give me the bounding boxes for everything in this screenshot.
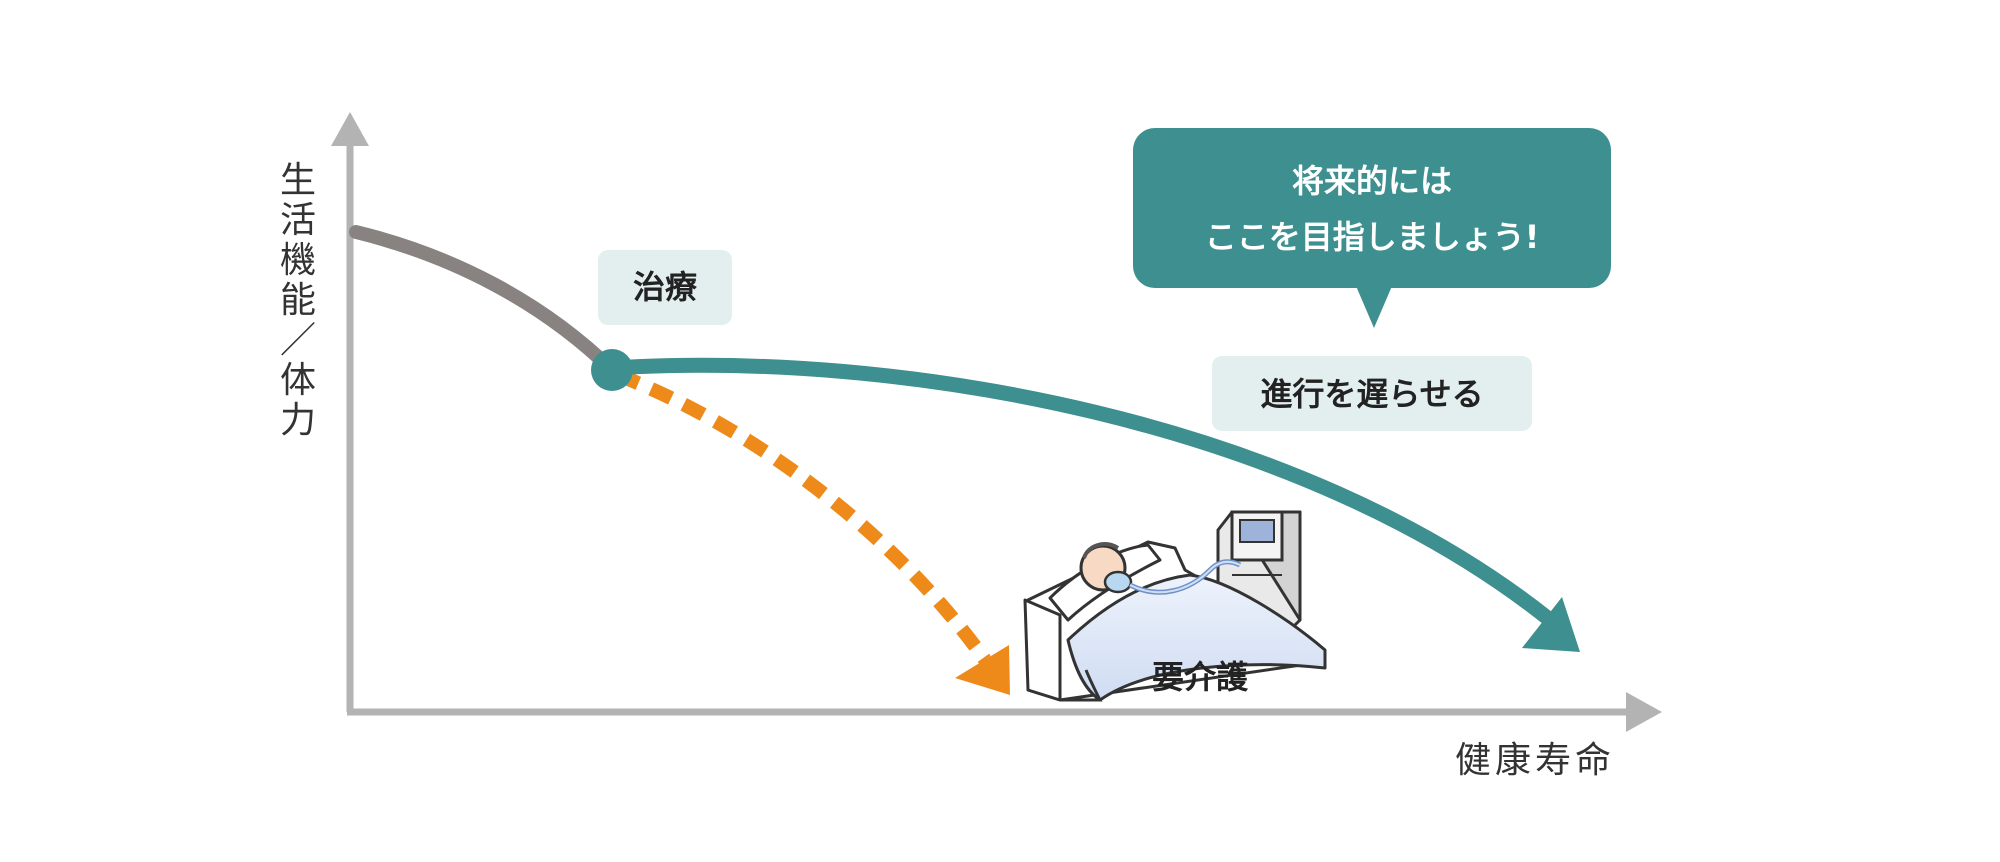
ventilator-machine [1216,510,1302,637]
y-axis-label-char: 体 [280,360,316,401]
goal-callout-line2: ここを目指しましょう! [1205,218,1540,256]
care-needed-label: 要介護 [1152,658,1249,696]
goal-callout-pointer [1356,286,1392,328]
y-axis-label-char: ／ [280,320,316,361]
oxygen-mask [1103,570,1133,594]
y-axis-label: 生活機能／体力 [280,160,316,441]
goal-callout-background [1133,128,1611,288]
y-axis-label-char: 能 [280,280,316,321]
treated-arrowhead [1522,597,1580,652]
goal-callout-line1: 将来的には [1292,162,1452,200]
bedridden-patient-illustration [1023,510,1327,702]
goal-callout: 将来的には ここを目指しましょう! [1133,128,1611,328]
treated-curve [604,357,1558,628]
x-axis-label: 健康寿命 [1455,740,1615,781]
x-axis-arrowhead [1626,692,1662,732]
slow-progress-label: 進行を遅らせる [1260,375,1483,413]
y-axis-label-char: 生 [280,160,316,201]
untreated-arrowhead [955,645,1010,695]
slow-progress-tag: 進行を遅らせる [1212,356,1532,431]
treatment-label: 治療 [633,268,698,306]
untreated-decline-curve [615,368,991,665]
treatment-point [591,349,633,391]
y-axis-label-char: 力 [280,400,316,441]
y-axis-label-char: 機 [280,240,316,281]
slow-progress-tag-background [1212,356,1532,431]
treatment-tag: 治療 [598,250,732,325]
y-axis-label-char: 活 [280,200,316,241]
pre-treatment-curve [349,225,619,377]
y-axis-arrowhead [331,112,369,146]
treatment-tag-background [598,250,732,325]
